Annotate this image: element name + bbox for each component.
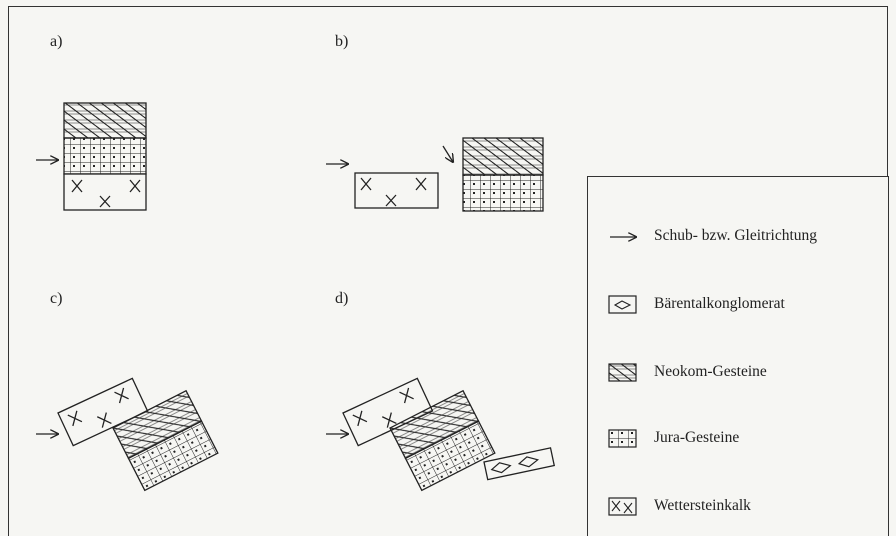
hatch-icon [608,363,640,383]
diamond-box-icon [608,295,640,315]
legend-label-arrow: Schub- bzw. Gleitrichtung [654,227,817,245]
legend-label-baerental: Bärentalkonglomerat [654,295,785,313]
grid-icon [608,429,640,449]
legend-label-jura: Jura-Gesteine [654,429,739,447]
legend-item-arrow: Schub- bzw. Gleitrichtung [588,223,888,253]
arrow-icon [608,227,640,247]
legend-item-jura: Jura-Gesteine [588,425,888,455]
cross-icon [608,497,640,517]
legend-label-neokom: Neokom-Gesteine [654,363,767,381]
legend-item-baerental: Bärentalkonglomerat [588,291,888,321]
legend: Schub- bzw. Gleitrichtung Bärentalkonglo… [587,176,889,536]
legend-item-wetterstein: Wettersteinkalk [588,493,888,523]
legend-item-neokom: Neokom-Gesteine [588,359,888,389]
legend-label-wetterstein: Wettersteinkalk [654,497,751,515]
